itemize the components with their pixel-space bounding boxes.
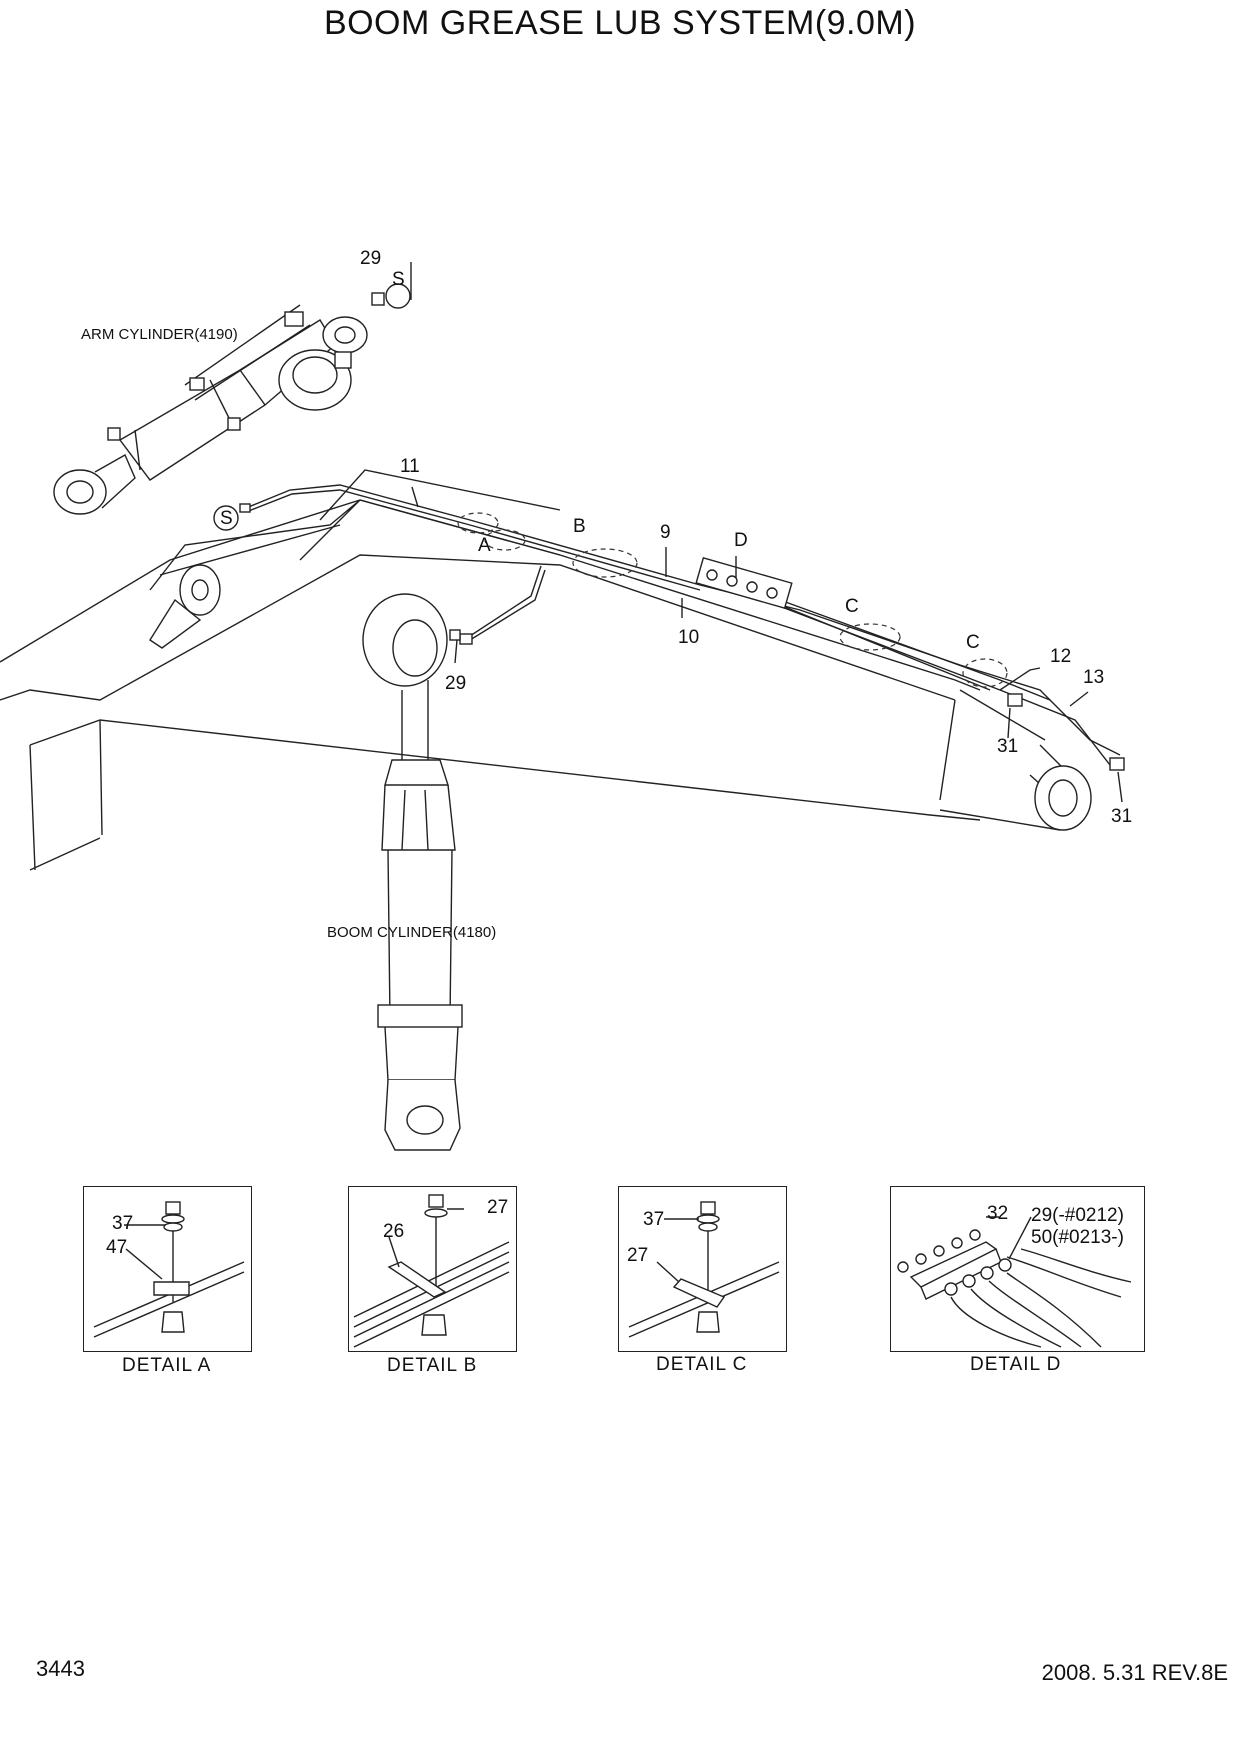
detail-c-part-1: 37 (643, 1209, 665, 1230)
detail-b-part-2: 26 (383, 1221, 405, 1242)
detail-a-caption: DETAIL A (122, 1355, 212, 1376)
arm-cylinder-label: ARM CYLINDER(4190) (81, 326, 238, 343)
callout-D: D (734, 530, 748, 551)
arm-cylinder-illustration (53, 304, 368, 515)
callout-C-2: C (966, 632, 980, 653)
detail-c-box: 37 27 (618, 1186, 787, 1352)
detail-d-caption: DETAIL D (970, 1354, 1062, 1375)
callout-31-b: 31 (1111, 806, 1133, 827)
detail-b-part-1: 27 (487, 1197, 509, 1218)
detail-c-caption: DETAIL C (656, 1354, 748, 1375)
callout-12: 12 (1050, 646, 1072, 667)
revision-date: 2008. 5.31 REV.8E (1041, 1660, 1228, 1685)
detail-d-part-1: 32 (987, 1203, 1009, 1224)
callout-31-a: 31 (997, 736, 1019, 757)
boom-illustration (0, 292, 1125, 871)
callout-29-mid: 29 (445, 673, 467, 694)
detail-d-part-3: 50(#0213-) (1031, 1227, 1124, 1248)
detail-a-part-2: 47 (106, 1237, 128, 1258)
s-marker-mid (213, 505, 239, 531)
s-marker-top-text: S (392, 269, 405, 290)
leader-lines (410, 262, 1123, 803)
callout-9: 9 (660, 522, 671, 543)
s-marker-mid-text: S (220, 508, 233, 529)
callout-B: B (573, 516, 586, 537)
s-marker-top (385, 283, 411, 309)
page-title: BOOM GREASE LUB SYSTEM(9.0M) (323, 4, 917, 42)
callout-29-top: 29 (360, 248, 382, 269)
detail-a-box: 37 47 (83, 1186, 252, 1352)
detail-d-box: 32 29(-#0212) 50(#0213-) (890, 1186, 1145, 1352)
detail-b-caption: DETAIL B (387, 1355, 478, 1376)
callout-13: 13 (1083, 667, 1105, 688)
detail-a-part-1: 37 (112, 1213, 134, 1234)
callout-10: 10 (678, 627, 700, 648)
detail-b-box: 27 26 (348, 1186, 517, 1352)
detail-d-part-2: 29(-#0212) (1031, 1205, 1124, 1226)
boom-cylinder-illustration (362, 593, 463, 1151)
callout-C-1: C (845, 596, 859, 617)
page-number: 3443 (36, 1656, 85, 1681)
detail-c-part-2: 27 (627, 1245, 649, 1266)
boom-cylinder-label: BOOM CYLINDER(4180) (327, 924, 497, 941)
callout-A: A (478, 535, 491, 556)
callout-11: 11 (400, 456, 420, 477)
